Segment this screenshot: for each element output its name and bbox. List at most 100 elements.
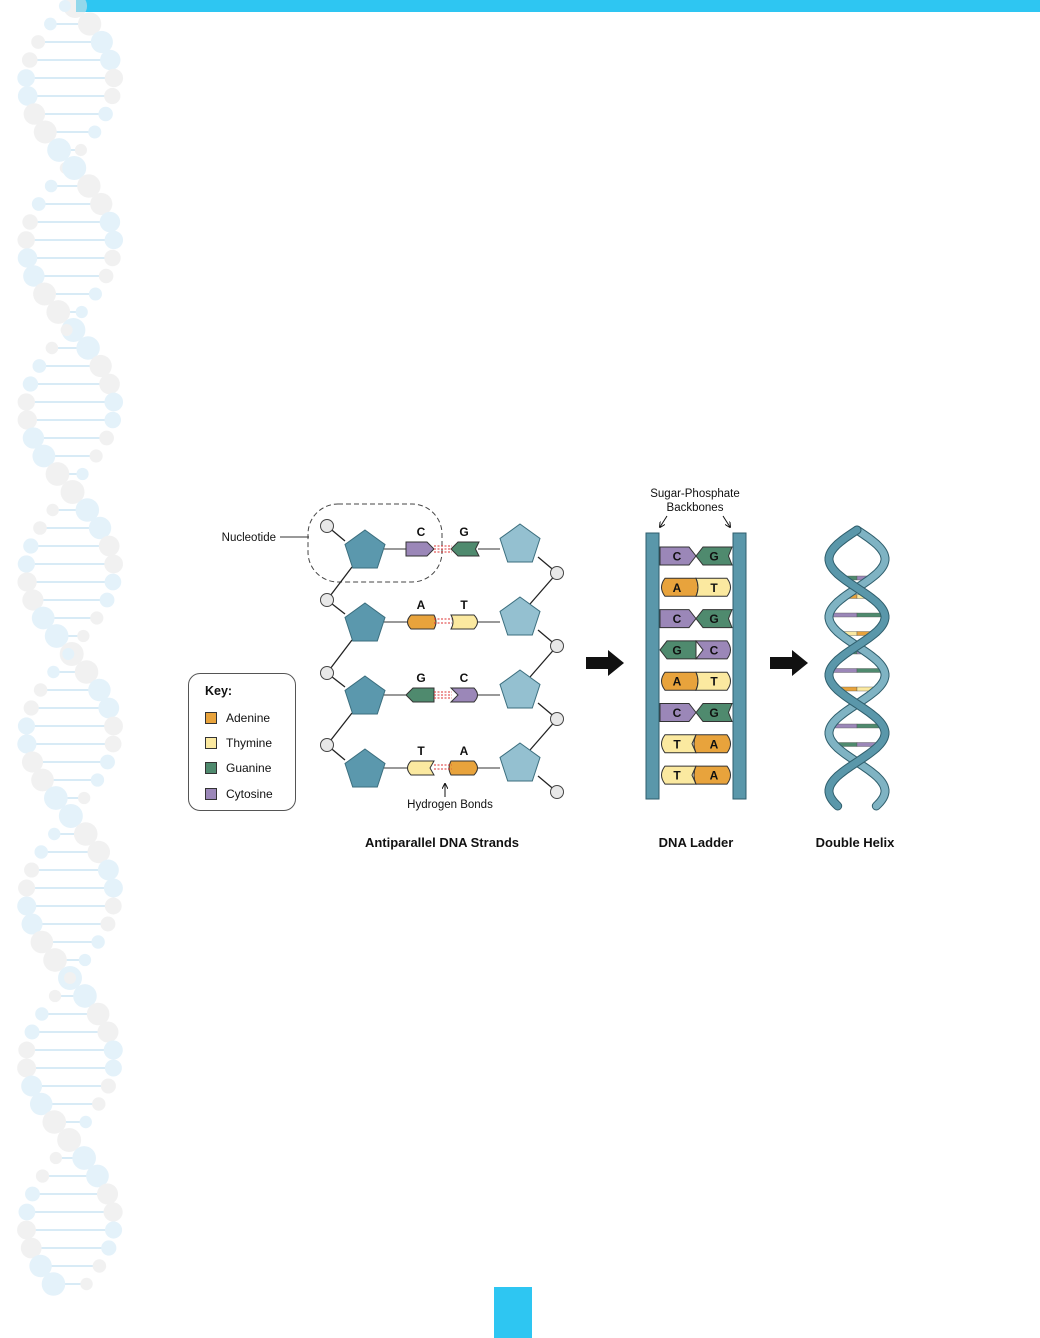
- side-dna-node: [22, 376, 39, 392]
- side-dna-node: [32, 359, 47, 373]
- side-dna-node: [104, 554, 124, 574]
- side-dna-node: [46, 300, 71, 324]
- thymine-base: [695, 671, 731, 691]
- side-dna-node: [73, 984, 97, 1008]
- adenine-base: [693, 765, 731, 785]
- side-dna-node: [89, 354, 112, 378]
- side-dna-node: [75, 305, 88, 319]
- base-letter-label: A: [460, 744, 469, 758]
- side-dna-node: [22, 427, 45, 449]
- page-footer-tab: [494, 1287, 532, 1338]
- side-dna-node: [48, 989, 62, 1003]
- side-dna-node: [75, 498, 100, 522]
- deoxyribose-sugar: [499, 742, 541, 782]
- phosphate-group: [320, 519, 334, 533]
- side-dna-node: [21, 52, 38, 68]
- side-dna-node: [104, 716, 123, 736]
- side-dna-node: [44, 624, 69, 648]
- thymine-base: [450, 614, 478, 630]
- side-dna-node: [17, 1220, 36, 1240]
- guanine-base: [659, 640, 697, 660]
- side-dna-node: [87, 840, 111, 864]
- side-dna-node: [104, 249, 121, 267]
- side-dna-node: [17, 717, 36, 735]
- base-letter-label: C: [673, 612, 682, 626]
- base-letter-label: T: [673, 737, 681, 751]
- nucleotide-outline: [307, 503, 443, 583]
- base-letter-label: A: [710, 737, 719, 751]
- cytosine-base: [449, 687, 478, 703]
- side-dna-node: [45, 462, 70, 486]
- side-dna-node: [100, 1078, 116, 1094]
- guanine-base: [405, 687, 435, 703]
- side-dna-node: [49, 1151, 62, 1165]
- side-dna-node: [21, 1075, 43, 1097]
- caption-double-helix: Double Helix: [816, 835, 896, 850]
- side-dna-node: [104, 573, 122, 591]
- side-dna-node: [57, 1128, 82, 1152]
- side-dna-node: [62, 647, 75, 661]
- side-dna-node: [29, 1092, 53, 1116]
- base-letter-label: T: [417, 744, 425, 758]
- side-dna-node: [100, 754, 115, 770]
- side-dna-node: [43, 786, 68, 810]
- side-dna-node: [60, 323, 73, 337]
- side-dna-node: [60, 480, 85, 504]
- phosphate-group: [550, 566, 564, 580]
- thymine-base: [661, 734, 697, 754]
- side-dna-node: [17, 1058, 37, 1078]
- side-dna-node: [88, 287, 103, 301]
- side-dna-node: [88, 125, 102, 139]
- side-dna-node: [33, 120, 57, 144]
- side-dna-node: [18, 1203, 36, 1221]
- thymine-swatch: [205, 737, 217, 749]
- side-dna-node: [58, 0, 71, 13]
- side-dna-node: [42, 1110, 67, 1134]
- top-accent-bar: [76, 0, 1040, 12]
- cytosine-swatch: [205, 788, 217, 800]
- base-letter-label: G: [459, 525, 468, 539]
- arrow-right-icon: [586, 650, 624, 676]
- side-dna-node: [46, 503, 59, 517]
- key-legend: Key: Adenine Thymine Guanine Cytosine: [188, 673, 296, 811]
- base-letter-label: T: [710, 581, 718, 595]
- side-dna-node: [76, 336, 100, 360]
- side-dna-node: [17, 248, 38, 268]
- side-dna-node: [74, 143, 88, 157]
- key-item-label: Thymine: [226, 736, 273, 750]
- double-helix: [824, 525, 890, 811]
- side-dna-node: [92, 1097, 106, 1111]
- side-dna-node: [89, 449, 103, 463]
- side-dna-node: [18, 1041, 36, 1059]
- deoxyribose-sugar: [344, 675, 386, 715]
- side-dna-node: [23, 538, 39, 554]
- side-dna-node: [104, 411, 122, 429]
- side-dna-node: [77, 174, 101, 198]
- base-letter-label: A: [673, 581, 682, 595]
- thymine-base: [695, 577, 731, 597]
- cytosine-base: [694, 640, 731, 660]
- adenine-swatch: [205, 712, 217, 724]
- base-letter-label: T: [710, 675, 718, 689]
- base-letter-label: C: [460, 671, 469, 685]
- arrow-right-icon: [770, 650, 808, 676]
- nucleotide-label: Nucleotide: [222, 532, 276, 544]
- phosphate-group: [550, 712, 564, 726]
- side-dna-node: [23, 265, 45, 287]
- key-item-label: Guanine: [226, 761, 272, 775]
- side-dna-node: [88, 678, 111, 702]
- key-title: Key:: [205, 684, 233, 698]
- side-dna-node: [22, 589, 44, 611]
- side-dna-node: [74, 660, 99, 684]
- guanine-base: [695, 546, 733, 566]
- side-dna-node: [17, 69, 35, 87]
- side-dna-node: [31, 35, 46, 49]
- side-dna-node: [58, 804, 83, 828]
- guanine-base: [695, 609, 733, 629]
- side-dna-node: [97, 1021, 119, 1043]
- side-dna-node: [98, 268, 114, 284]
- side-dna-node: [31, 606, 55, 630]
- side-dna-node: [33, 683, 48, 697]
